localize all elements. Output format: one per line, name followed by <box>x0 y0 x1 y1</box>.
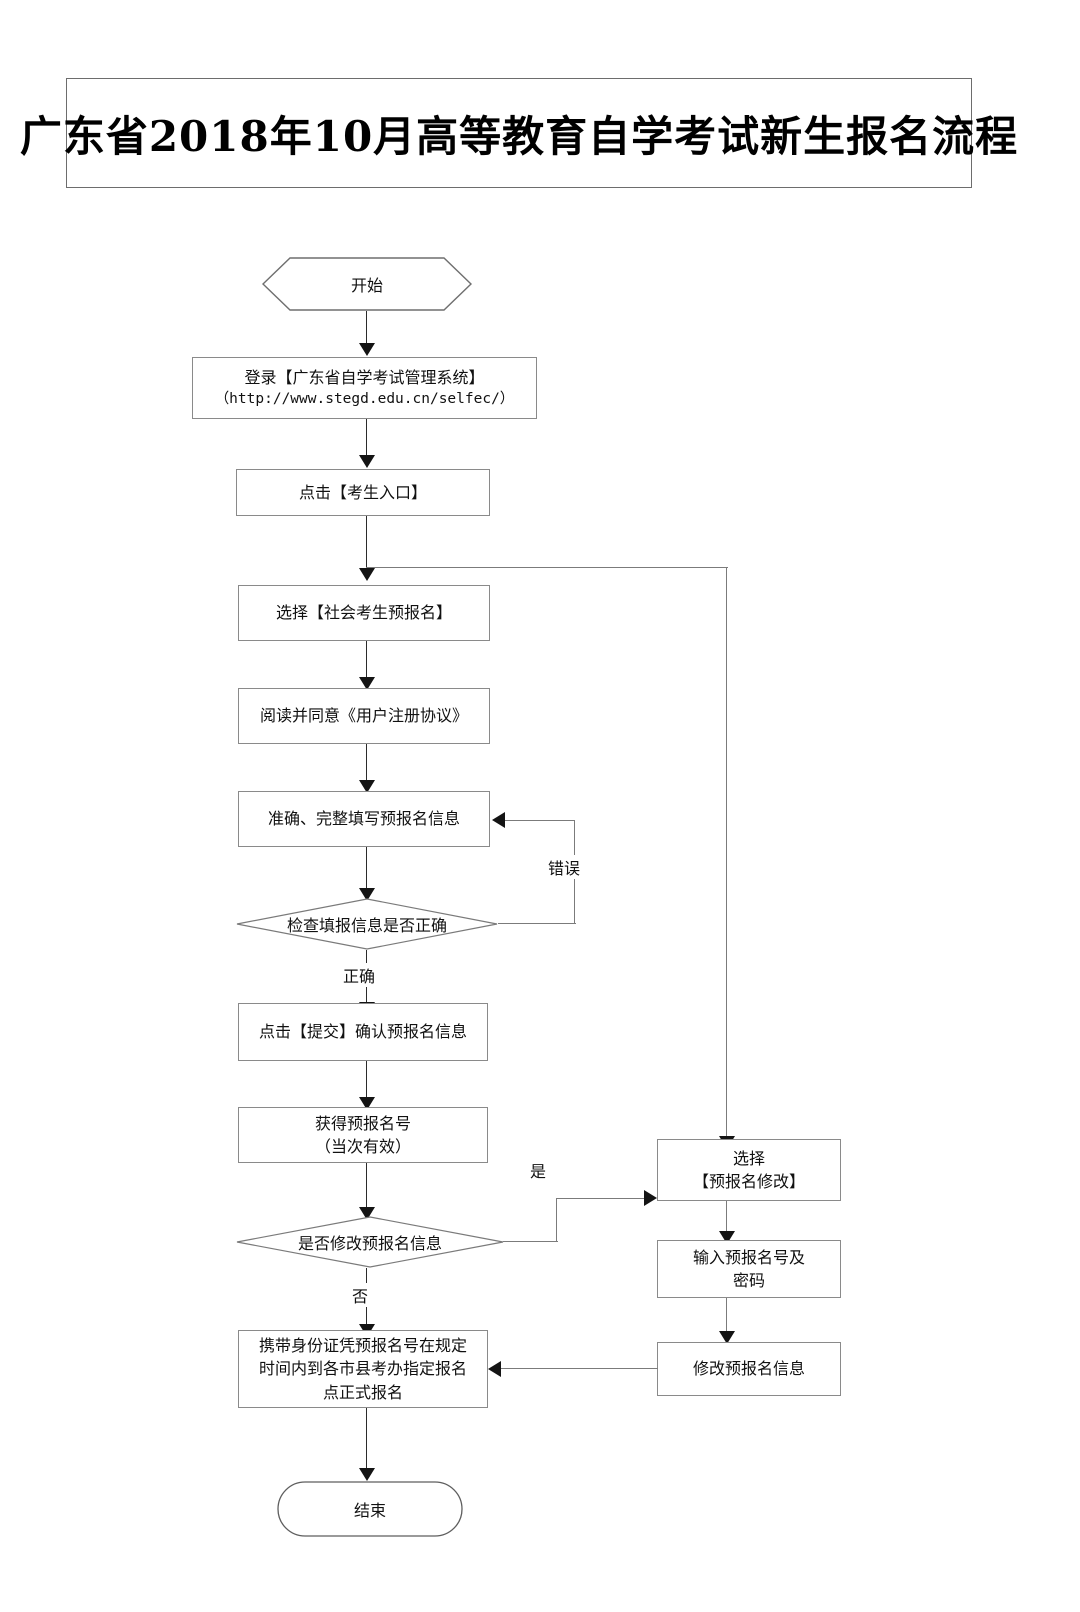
arrowhead-login-entrance <box>359 455 375 468</box>
title-box: 广东省2018年10月高等教育自学考试新生报名流程 <box>20 78 1017 188</box>
connector-entrance-branch-h <box>366 567 728 569</box>
diamond-shape-modify <box>236 1216 504 1268</box>
node-select-preregister: 选择【社会考生预报名】 <box>238 585 490 641</box>
connector-yes-h1 <box>503 1241 558 1243</box>
node-entrance: 点击【考生入口】 <box>236 469 490 516</box>
arrowhead-submit-getnumber <box>359 1097 375 1110</box>
node-entrance-label: 点击【考生入口】 <box>298 482 427 502</box>
connector-formal-end <box>366 1408 368 1472</box>
arrowhead-domodify-formal <box>488 1361 501 1377</box>
arrowhead-input-domodify <box>719 1331 735 1344</box>
arrowhead-formal-end <box>359 1468 375 1481</box>
hexagon-shape <box>261 257 473 311</box>
connector-agreement-fill <box>366 744 368 782</box>
connector-selectmodify-input <box>726 1201 728 1234</box>
connector-error-h2 <box>505 820 575 822</box>
connector-login-entrance <box>366 419 368 457</box>
node-formal-register: 携带身份证凭预报名号在规定 时间内到各市县考办指定报名 点正式报名 <box>238 1330 488 1408</box>
arrowhead-fill-check <box>359 888 375 901</box>
node-login-url: （http://www.stegd.edu.cn/selfec/） <box>214 391 515 408</box>
node-modify-decision: 是否修改预报名信息 <box>236 1216 504 1268</box>
connector-yes-v <box>556 1198 558 1242</box>
arrowhead-yes-select-modify <box>644 1190 657 1206</box>
node-select-preregister-label: 选择【社会考生预报名】 <box>275 603 452 623</box>
edge-label-no: 否 <box>350 1283 371 1307</box>
diamond-shape-check <box>236 898 498 950</box>
edge-label-yes: 是 <box>528 1158 549 1182</box>
arrowhead-start-login <box>359 343 375 356</box>
rounded-rect-shape <box>277 1481 463 1537</box>
node-submit-label: 点击【提交】确认预报名信息 <box>258 1022 467 1042</box>
edge-label-error: 错误 <box>546 855 583 879</box>
node-agreement-label: 阅读并同意《用户注册协议》 <box>259 706 468 726</box>
connector-submit-getnumber <box>366 1061 368 1101</box>
connector-entrance-down <box>366 516 368 570</box>
page-title: 广东省2018年10月高等教育自学考试新生报名流程 <box>19 111 1019 161</box>
node-formal-register-label: 携带身份证凭预报名号在规定 时间内到各市县考办指定报名 点正式报名 <box>258 1336 467 1402</box>
node-start: 开始 <box>261 257 473 311</box>
connector-error-h1 <box>498 923 576 925</box>
connector-domodify-formal <box>500 1368 658 1370</box>
node-get-number: 获得预报名号 （当次有效） <box>238 1107 488 1163</box>
node-do-modify: 修改预报名信息 <box>657 1342 841 1396</box>
node-select-modify-label: 选择 【预报名修改】 <box>692 1148 805 1191</box>
connector-getnumber-decision <box>366 1163 368 1211</box>
connector-select-agreement <box>366 641 368 679</box>
connector-yes-h2 <box>556 1198 646 1200</box>
connector-entrance-branch-v <box>726 567 728 1138</box>
node-submit: 点击【提交】确认预报名信息 <box>238 1003 488 1061</box>
connector-start-login <box>366 311 368 345</box>
arrowhead-select-agreement <box>359 677 375 690</box>
node-check-info: 检查填报信息是否正确 <box>236 898 498 950</box>
node-agreement: 阅读并同意《用户注册协议》 <box>238 688 490 744</box>
connector-fill-check <box>366 847 368 892</box>
arrowhead-entrance-select <box>359 568 375 581</box>
arrowhead-error-to-fill <box>492 812 505 828</box>
node-fill-info-label: 准确、完整填写预报名信息 <box>267 809 460 829</box>
edge-label-correct: 正确 <box>341 963 378 987</box>
node-login-label: 登录【广东省自学考试管理系统】 <box>244 367 485 387</box>
arrowhead-agreement-fill <box>359 780 375 793</box>
node-login: 登录【广东省自学考试管理系统】 （http://www.stegd.edu.cn… <box>192 357 537 419</box>
node-select-modify: 选择 【预报名修改】 <box>657 1139 841 1201</box>
node-end: 结束 <box>277 1481 463 1537</box>
node-get-number-label: 获得预报名号 （当次有效） <box>314 1113 411 1156</box>
node-do-modify-label: 修改预报名信息 <box>692 1359 805 1379</box>
connector-input-domodify <box>726 1298 728 1334</box>
node-input-number: 输入预报名号及 密码 <box>657 1240 841 1298</box>
node-input-number-label: 输入预报名号及 密码 <box>692 1247 805 1290</box>
node-fill-info: 准确、完整填写预报名信息 <box>238 791 490 847</box>
